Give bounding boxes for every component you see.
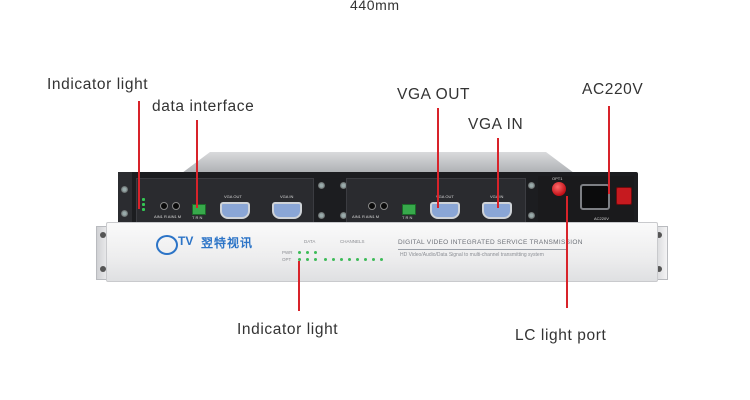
callout-line — [437, 108, 439, 208]
vga-in-port[interactable] — [272, 202, 302, 219]
callout-line — [196, 120, 198, 208]
callout-indicator-light-bottom: Indicator light — [237, 321, 339, 338]
indicator-led — [364, 258, 367, 261]
indicator-led — [332, 258, 335, 261]
screw — [340, 182, 347, 189]
indicator-led — [324, 258, 327, 261]
callout-line — [497, 138, 499, 208]
audio-port-labels: AIN1 R AIN1 M — [154, 214, 182, 219]
data-terminal-block[interactable] — [402, 204, 416, 215]
data-terminal-block[interactable] — [192, 204, 206, 215]
brand-letters: TV — [178, 234, 194, 248]
opt-led-label: OPT — [282, 257, 292, 262]
brand-chinese: 翌特视讯 — [201, 236, 254, 250]
indicator-led — [380, 258, 383, 261]
mount-hole — [656, 266, 662, 272]
mount-hole — [656, 232, 662, 238]
screw — [318, 212, 325, 219]
vga-out-port-label: VGA OUT — [224, 194, 242, 199]
audio-jack[interactable] — [380, 202, 388, 210]
audio-jack[interactable] — [172, 202, 180, 210]
indicator-led — [306, 251, 309, 254]
data-label: DATA — [304, 239, 316, 244]
callout-line — [298, 261, 300, 311]
power-switch[interactable] — [616, 187, 632, 205]
brand-logo-icon — [156, 235, 178, 255]
opt-label: OPT1 — [552, 176, 563, 181]
audio-jack[interactable] — [368, 202, 376, 210]
callout-line — [608, 106, 610, 194]
vga-out-port[interactable] — [220, 202, 250, 219]
rack-ear-left — [118, 172, 132, 228]
vga-out-port[interactable] — [430, 202, 460, 219]
dimension-label: 440mm — [350, 0, 400, 13]
screw — [340, 212, 347, 219]
indicator-led — [298, 251, 301, 254]
mount-hole — [100, 266, 106, 272]
panel-title: DIGITAL VIDEO INTEGRATED SERVICE TRANSMI… — [398, 239, 583, 246]
terminal-label: T R N — [402, 215, 413, 220]
channels-label: CHANNELS — [340, 239, 365, 244]
indicator-led — [142, 203, 145, 206]
indicator-led — [314, 251, 317, 254]
indicator-led — [142, 208, 145, 211]
vga-in-port-label: VGA IN — [280, 194, 294, 199]
power-socket[interactable] — [580, 184, 610, 210]
callout-vga-out: VGA OUT — [397, 86, 471, 103]
indicator-led — [340, 258, 343, 261]
indicator-led — [142, 198, 145, 201]
indicator-led — [372, 258, 375, 261]
front-panel: TV 翌特视讯 DATA CHANNELS PWR OPT DIGITAL VI… — [96, 222, 668, 282]
audio-jack[interactable] — [160, 202, 168, 210]
callout-line — [566, 196, 568, 308]
front-face — [106, 222, 658, 282]
indicator-led — [306, 258, 309, 261]
mount-hole — [100, 232, 106, 238]
callout-data-interface: data interface — [152, 98, 255, 115]
pwr-label: PWR — [282, 250, 293, 255]
screw — [121, 210, 128, 217]
indicator-led — [298, 258, 301, 261]
audio-port-labels: AIN1 R AIN1 M — [352, 214, 380, 219]
vga-out-port-label: VGA OUT — [436, 194, 454, 199]
terminal-label: T R N — [192, 215, 203, 220]
callout-ac220v: AC220V — [582, 81, 644, 98]
vga-in-port-label: VGA IN — [490, 194, 504, 199]
indicator-led — [356, 258, 359, 261]
back-panel: AIN1 R AIN1 M T R N VGA OUT VGA IN AIN1 … — [118, 152, 638, 228]
callout-lc-light-port: LC light port — [515, 327, 607, 344]
callout-line — [138, 101, 140, 209]
screw — [318, 182, 325, 189]
callout-vga-in: VGA IN — [468, 116, 524, 133]
indicator-led — [314, 258, 317, 261]
screw — [121, 186, 128, 193]
indicator-led — [348, 258, 351, 261]
screw — [528, 212, 535, 219]
lc-light-port[interactable] — [552, 182, 566, 196]
screw — [528, 182, 535, 189]
power-label: AC220V — [594, 216, 609, 221]
title-underline — [398, 249, 568, 250]
callout-indicator-light-top: Indicator light — [47, 76, 149, 93]
panel-subtitle: HD Video/Audio/Data Signal to multi-chan… — [400, 252, 544, 258]
